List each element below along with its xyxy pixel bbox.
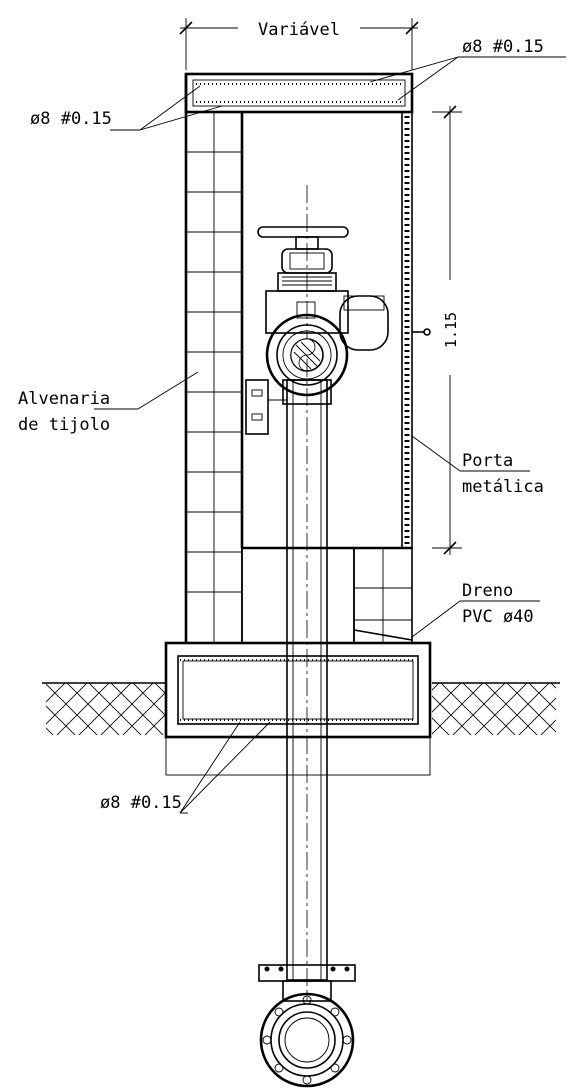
ground-hatch [42, 682, 560, 735]
door-callout: Porta metálica [411, 435, 544, 497]
rebar-label-top-left: ø8 #0.15 [30, 109, 112, 129]
hydrant-valve [257, 226, 389, 405]
rebar-callout-top-right: ø8 #0.15 [369, 37, 566, 101]
height-dimension: 1.15 [432, 105, 462, 555]
width-dimension: Variável [179, 18, 419, 70]
rebar-label-bottom: ø8 #0.15 [100, 793, 182, 813]
drain-label-line1: Dreno [462, 581, 513, 601]
door-label-line2: metálica [462, 477, 544, 497]
masonry-label-line1: Alvenaria [18, 389, 110, 409]
top-slab [184, 72, 414, 114]
masonry-callout: Alvenaria de tijolo [18, 371, 199, 435]
brick-joints [186, 151, 242, 593]
rebar-callout-top-left: ø8 #0.15 [30, 85, 223, 131]
rebar-label-top-right: ø8 #0.15 [462, 37, 544, 57]
drain-label-line2: PVC ø40 [462, 607, 534, 627]
height-dimension-label: 1.15 [442, 312, 460, 348]
width-dimension-label: Variável [258, 20, 340, 40]
door-label-line1: Porta [462, 451, 513, 471]
pipe-bracket [245, 379, 287, 435]
metal-door [401, 111, 431, 549]
foundation-slab [164, 641, 432, 739]
riser-pipe [286, 185, 328, 1000]
lean-concrete-layer [165, 736, 431, 776]
bottom-flange [258, 964, 356, 1088]
rebar-callout-bottom: ø8 #0.15 [100, 721, 271, 814]
drain-callout: Dreno PVC ø40 [411, 581, 540, 638]
box-walls [184, 74, 244, 644]
masonry-label-line2: de tijolo [18, 415, 110, 435]
